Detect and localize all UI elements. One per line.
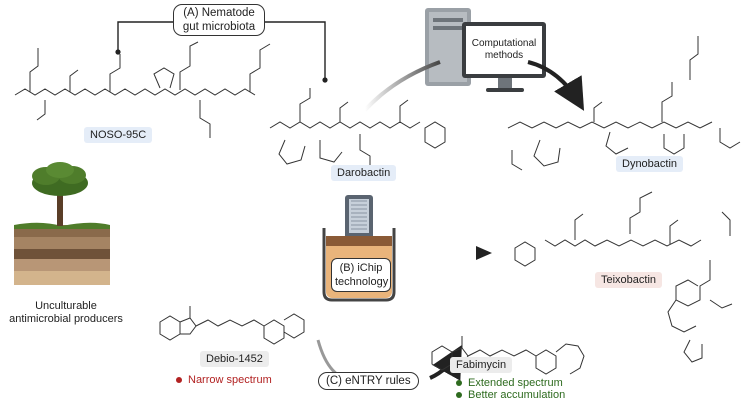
noso-95c-label: NOSO-95C	[84, 127, 153, 143]
narrow-spectrum-text: Narrow spectrum	[188, 374, 272, 386]
bracket-end-right	[322, 77, 328, 83]
arrow-to-dynobactin	[527, 60, 585, 111]
ichip-label: (B) iChip technology	[335, 262, 389, 288]
red-dot-icon	[176, 377, 182, 384]
nematode-bracket	[117, 21, 326, 80]
green-dot-icon	[456, 380, 462, 387]
fabimycin-label: Fabimycin	[450, 357, 513, 373]
teixobactin-structure	[514, 191, 733, 363]
nematode-label: (A) Nematode gut microbiota	[182, 7, 256, 33]
tree-icon	[32, 162, 88, 226]
computer-icon	[425, 8, 546, 92]
fabimycin-structure	[431, 336, 585, 375]
nematode-label-box: (A) Nematode gut microbiota	[173, 4, 265, 36]
ichip-label-box: (B) iChip technology	[331, 258, 391, 292]
computational-label: Computational methods	[471, 38, 537, 61]
dynobactin-structure	[507, 36, 741, 171]
bracket-end-left	[115, 49, 121, 55]
debio-bullet-narrow: Narrow spectrum	[176, 374, 272, 386]
teixobactin-label: Teixobactin	[595, 272, 663, 288]
darobactin-structure	[269, 88, 446, 170]
fabimycin-bullet-accumulation: Better accumulation	[456, 389, 565, 401]
dynobactin-label: Dynobactin	[616, 156, 684, 172]
debio-structure	[159, 306, 305, 345]
debio-1452-label: Debio-1452	[200, 351, 269, 367]
better-accumulation-text: Better accumulation	[468, 389, 566, 401]
arrow-to-computer	[363, 60, 441, 112]
fabimycin-bullet-extended: Extended spectrum	[456, 377, 563, 389]
extended-spectrum-text: Extended spectrum	[468, 377, 563, 389]
green-dot-icon	[456, 392, 462, 399]
entry-rules-label: (C) eNTRY rules	[318, 372, 419, 390]
arrow-to-teixobactin-head	[476, 246, 492, 260]
soil-icon	[14, 222, 110, 285]
darobactin-label: Darobactin	[331, 165, 397, 181]
producers-label: Unculturable antimicrobial producers	[9, 300, 123, 325]
noso-structure	[14, 41, 271, 138]
